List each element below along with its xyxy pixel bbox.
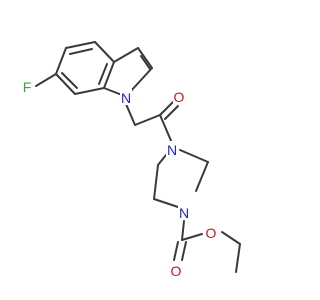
atom-label-n: N [167, 142, 177, 158]
bond [157, 154, 167, 166]
bond [129, 67, 153, 93]
bond [65, 41, 96, 49]
bond [35, 73, 57, 87]
atom-piperazine-nitrogen-lower: N [178, 204, 190, 221]
bond [61, 72, 78, 89]
atom-carbonyl-oxygen: O [170, 262, 182, 279]
atom-label-o: O [206, 225, 217, 241]
bond [69, 48, 93, 55]
bond [221, 231, 241, 245]
atom-indole-nitrogen: N [120, 89, 132, 106]
atom-fluorine: F [21, 78, 33, 95]
atom-ester-oxygen: O [205, 224, 217, 241]
bond [113, 47, 139, 63]
bond [134, 114, 161, 126]
bond [125, 103, 136, 126]
bond [103, 87, 123, 96]
bond [74, 87, 105, 95]
bond [181, 220, 185, 241]
bond [179, 149, 209, 163]
bond [137, 47, 153, 69]
bond [55, 47, 67, 75]
atom-label-o: O [171, 263, 182, 279]
bond [98, 63, 108, 85]
bond [103, 61, 115, 89]
bond [159, 114, 173, 144]
bond-group [35, 41, 241, 273]
bond [181, 241, 187, 261]
atom-label-o: O [174, 89, 185, 105]
atom-label-n: N [121, 90, 131, 106]
molecule-structure: F N O N N O O [21, 41, 241, 279]
atom-piperazine-nitrogen-upper: N [166, 141, 178, 158]
bond [173, 241, 179, 261]
bond [164, 105, 179, 120]
bond [55, 73, 76, 95]
bond [140, 55, 151, 70]
atom-label-group: F N O N N O O [21, 78, 217, 279]
bond [153, 198, 179, 208]
bond [195, 161, 209, 192]
atom-ketone-oxygen: O [173, 88, 185, 105]
atom-label-n: N [179, 205, 189, 221]
bond [181, 233, 203, 241]
bond [159, 101, 174, 116]
atom-label-f: F [23, 79, 32, 95]
bond [235, 243, 241, 273]
bond [94, 41, 115, 63]
bond [153, 164, 159, 200]
